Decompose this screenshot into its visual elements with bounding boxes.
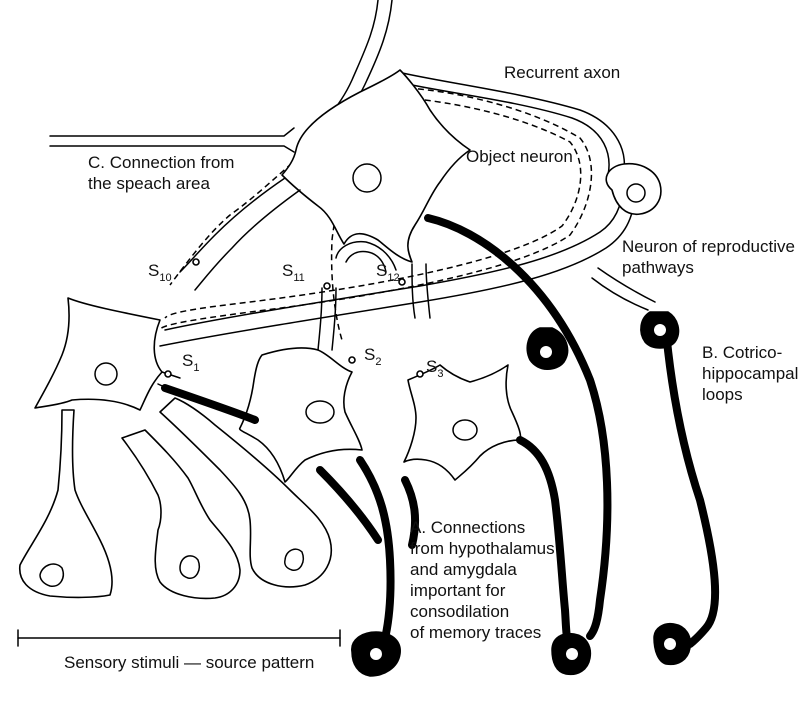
synapse-s3-label: S3	[426, 357, 443, 380]
black-neuron-right	[640, 311, 680, 349]
center-neuron	[238, 287, 363, 483]
synapse-s10-label: S10	[148, 261, 172, 284]
hypothalamus-label-1: A. Connections	[410, 518, 525, 537]
black-neuron-bottom-b	[551, 632, 592, 676]
reproductive-label-2: pathways	[622, 258, 694, 277]
black-connections	[161, 214, 720, 654]
reproductive-neuron	[591, 162, 662, 311]
lower-horizontal-axon	[159, 189, 635, 347]
s3-knob	[416, 370, 424, 378]
s1-knob	[164, 370, 172, 378]
object-neuron-nucleus	[352, 163, 382, 193]
synapse-s11-label: S11	[282, 261, 305, 284]
s10-knob	[192, 258, 200, 266]
cotrico-label-3: loops	[702, 385, 743, 404]
left-multipolar-neuron	[34, 297, 181, 411]
hypothalamus-label-6: of memory traces	[410, 623, 541, 642]
black-neuron-bottom-c	[653, 622, 692, 666]
speech-area-label-1: C. Connection from	[88, 153, 234, 172]
pyramidal-3-nucleus	[284, 548, 304, 571]
hypothalamus-label-3: and amygdala	[410, 560, 517, 579]
sensory-bracket	[17, 629, 341, 647]
pyramidal-1-nucleus	[39, 563, 64, 587]
synapse-s1-label: S1	[182, 351, 199, 374]
synapse-s12-label: S12	[376, 261, 400, 284]
pyramidal-neuron-3	[159, 397, 332, 588]
cotrico-label-2: hippocampal	[702, 364, 798, 383]
right-center-neuron	[403, 364, 522, 481]
right-center-nucleus	[452, 419, 478, 441]
object-neuron-label: Object neuron	[466, 147, 573, 166]
sensory-label: Sensory stimuli — source pattern	[64, 653, 314, 672]
hypothalamus-label-4: important for	[410, 581, 506, 600]
center-neuron-nucleus	[305, 400, 335, 424]
pyramidal-neuron-1	[19, 409, 113, 599]
speech-area-fiber	[49, 127, 295, 153]
speech-area-label-2: the speach area	[88, 174, 210, 193]
s12-dendrite	[335, 240, 431, 319]
object-neuron	[281, 69, 471, 263]
reproductive-neuron-nucleus	[626, 183, 646, 203]
s12-knob	[398, 278, 406, 286]
recurrent-axon-label: Recurrent axon	[504, 63, 620, 82]
black-neuron-top	[526, 327, 569, 370]
left-neuron-nucleus	[94, 362, 118, 386]
recurrent-axon	[397, 71, 626, 179]
hypothalamus-label-5: consodilation	[410, 602, 509, 621]
s11-knob	[323, 282, 331, 290]
black-neurons	[351, 311, 692, 677]
hypothalamus-label-2: from hypothalamus	[410, 539, 555, 558]
cotrico-label-1: B. Cotrico-	[702, 343, 782, 362]
black-neuron-bottom-a	[351, 631, 401, 677]
s2-knob	[348, 356, 356, 364]
synapse-s2-label: S2	[364, 345, 381, 368]
object-neuron-trunk	[179, 177, 301, 291]
pyramidal-2-nucleus	[179, 555, 200, 579]
synapse-knobs	[164, 258, 424, 378]
pyramidal-neuron-2	[121, 429, 241, 600]
reproductive-label-1: Neuron of reproductive	[622, 237, 795, 256]
